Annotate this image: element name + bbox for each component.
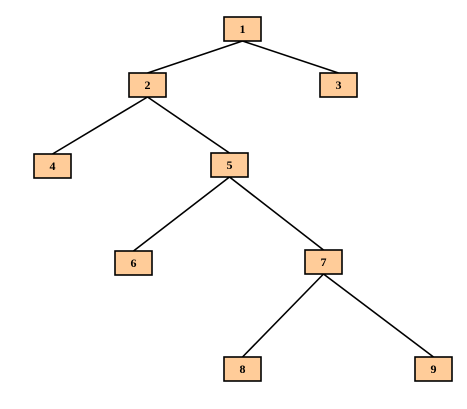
tree-node-6: 6 [114, 250, 153, 276]
tree-node-4: 4 [33, 153, 72, 179]
edge-n5-n7 [229, 176, 324, 251]
tree-node-5: 5 [210, 152, 249, 178]
tree-node-8: 8 [223, 356, 262, 382]
node-box [114, 250, 153, 276]
tree-node-2: 2 [128, 72, 167, 98]
edge-n7-n9 [323, 273, 434, 358]
edge-n2-n4 [52, 96, 148, 155]
node-label: 7 [321, 255, 327, 269]
edge-n2-n5 [147, 96, 230, 154]
node-label: 4 [50, 159, 56, 173]
node-box [304, 249, 343, 275]
node-label: 8 [240, 362, 246, 376]
tree-node-9: 9 [414, 356, 453, 382]
node-label: 2 [145, 78, 151, 92]
node-box [210, 152, 249, 178]
node-box [223, 356, 262, 382]
node-box [33, 153, 72, 179]
node-label: 1 [240, 22, 246, 36]
node-box [223, 16, 262, 42]
tree-node-1: 1 [223, 16, 262, 42]
edges-layer [52, 40, 434, 358]
node-label: 5 [227, 158, 233, 172]
node-box [128, 72, 167, 98]
edge-n1-n3 [242, 40, 339, 74]
node-label: 9 [431, 362, 437, 376]
tree-node-7: 7 [304, 249, 343, 275]
edge-n1-n2 [147, 40, 243, 74]
edge-n7-n8 [241, 273, 325, 358]
nodes-layer: 1 2 3 4 5 6 7 8 9 [33, 16, 453, 382]
node-box [319, 72, 358, 98]
tree-node-3: 3 [319, 72, 358, 98]
node-label: 3 [336, 78, 342, 92]
edge-n5-n6 [133, 176, 230, 252]
node-label: 6 [131, 256, 137, 270]
node-box [414, 356, 453, 382]
